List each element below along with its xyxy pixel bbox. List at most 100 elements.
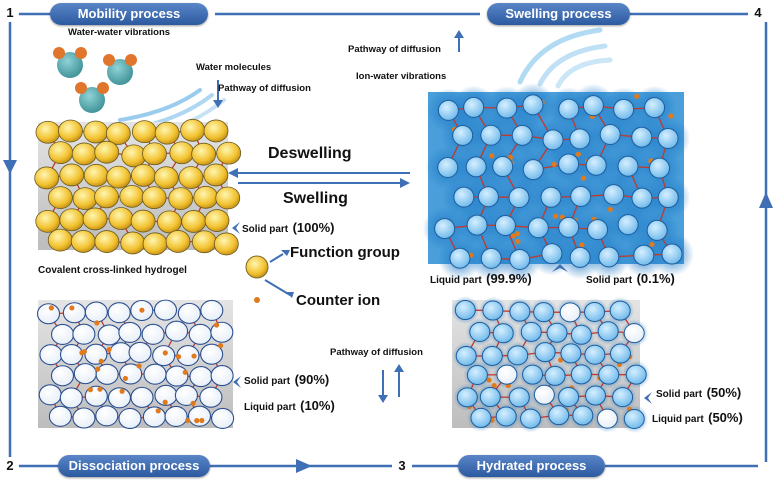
water-molecules-label: Water molecules [196,62,272,73]
panel2-liquid-value: (10%) [300,398,335,413]
swollen-bead [463,96,485,118]
hydrated-bead [548,405,570,426]
hydrated-bead [546,322,568,343]
counter-ion-label: Counter ion [296,292,381,309]
swollen-bead [585,154,607,176]
hydrated-bead [522,364,544,385]
polymer-bead [189,366,213,388]
function-group-bead [48,141,74,165]
swollen-bead [509,249,531,271]
function-group-bead [70,230,96,253]
counter-ion [668,113,674,119]
polymer-bead [130,386,154,408]
panel1-solid-label: Solid part [242,224,289,235]
counter-ion [649,241,655,247]
hydrated-bead [544,365,566,386]
counter-ion [119,388,125,394]
function-group-bead [131,120,157,144]
counter-ion [185,417,191,424]
polymer-bead [187,405,212,427]
counter-ion [155,408,161,414]
polymer-bead [128,341,152,363]
panel1-solid-part: Solid part (100%) [242,219,335,237]
function-group-bead [153,166,179,190]
function-group-pointer [269,253,284,263]
polymer-bead [50,365,75,387]
polymer-bead [107,387,131,409]
polymer-bead [174,384,198,406]
function-group-bead [94,230,120,253]
polymer-bead [59,344,84,366]
panel1-solid-value: (100%) [292,220,335,235]
function-group-bead [106,165,132,189]
function-group-bead [83,163,109,187]
counter-ion [557,357,564,363]
polymer-bead [211,407,235,429]
swollen-bead [522,159,544,181]
counter-ion [162,350,168,356]
function-group-bead [58,119,83,143]
polymer-bead [153,299,178,321]
polymer-bead [200,299,224,321]
cycle-arrow-down [3,160,17,174]
hydrated-bead [533,302,555,323]
swollen-bead [494,214,516,236]
counter-ion [87,387,93,393]
swollen-bead [569,128,591,150]
function-group-bead [71,142,97,166]
hydrated-bead [559,302,581,323]
counter-ion [190,400,196,407]
function-group-bead [83,120,109,144]
panel4-liquid-value: (50%) [708,410,743,425]
counter-ion [48,305,54,311]
swollen-bead [646,219,668,241]
panel1-network [34,118,242,256]
polymer-bead [72,407,96,429]
hydrated-bead [623,408,645,429]
swollen-bead [434,218,456,240]
water-water-vibrations-label: Water-water vibrations [68,27,171,38]
swollen-bead [452,124,474,146]
polymer-bead [188,323,212,345]
swollen-bead [613,98,635,120]
polymer-bead [39,344,63,366]
panel2-solid-part: Solid part (90%) [244,371,329,389]
hydrated-bead [558,386,580,407]
swollen-bead [631,187,653,209]
panel3-solid-part: Solid part (0.1%) [586,270,675,288]
polymer-bead [200,343,224,365]
hydrated-bead [466,364,488,385]
counter-ion [98,358,104,364]
function-group-bead [121,144,147,168]
counter-ion [199,417,205,424]
swollen-bead [569,246,591,268]
pathway-of-diffusion-label-middle: Pathway of diffusion [330,347,423,358]
swollen-bead [480,124,502,146]
panel2-solid-value: (90%) [294,372,330,387]
polymer-bead [165,365,189,387]
hydrated-bead [572,405,594,426]
polymer-bead [51,323,75,345]
polymer-bead [62,302,86,324]
panel3-liquid-label: Liquid part [430,275,482,286]
polymer-bead [36,303,61,325]
counter-ion [634,93,640,99]
hydrated-bead [520,321,542,342]
counter-ion [552,213,559,219]
hydrated-bead [470,407,492,428]
polymer-bead [48,405,72,427]
swollen-bead [633,244,655,266]
counter-ion [69,305,75,311]
counter-ion [515,238,521,245]
function-group-bead [59,163,85,187]
panel3-solid-label: Solid part [586,275,633,286]
hydrated-bead [533,384,555,405]
hydrated-bead [455,345,477,366]
function-group-bead [47,228,73,252]
function-group-bead [120,231,146,255]
pointer-chevron-icon [552,264,568,272]
counter-ion [579,242,585,248]
water-molecule-icon [53,47,87,78]
swollen-bead [657,128,679,150]
